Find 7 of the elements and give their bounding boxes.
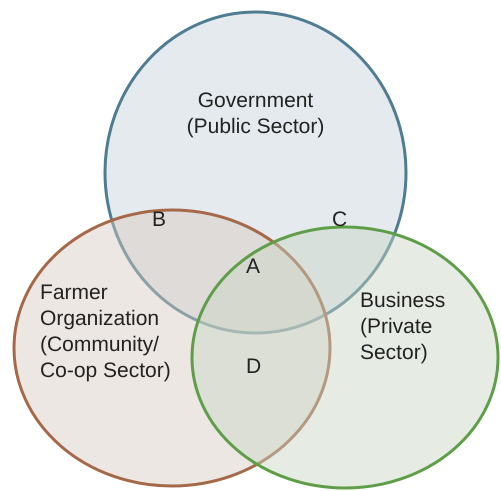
region-letter: C bbox=[332, 208, 348, 232]
region-letter: B bbox=[152, 208, 166, 232]
region-letter: A bbox=[246, 255, 260, 279]
circle-label: Farmer Organization (Community/ Co-op Sector) bbox=[40, 280, 172, 384]
region-letter: D bbox=[246, 355, 262, 379]
circle-label: Business (Private Sector) bbox=[360, 288, 446, 366]
circle-label: Government (Public Sector) bbox=[186, 88, 326, 140]
